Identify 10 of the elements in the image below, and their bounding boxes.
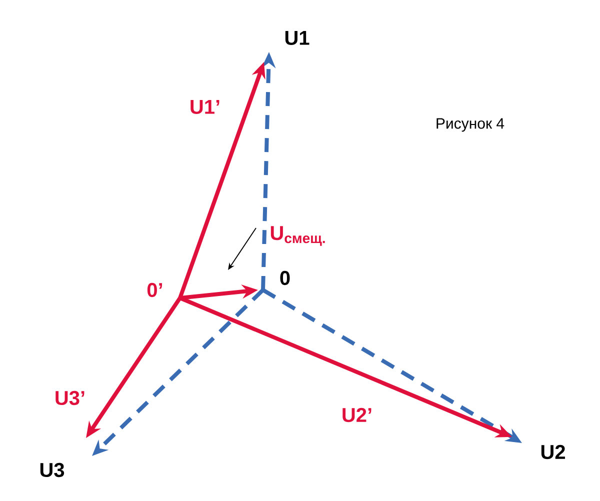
point-label: U3 bbox=[38, 462, 66, 478]
point-label: 0’ bbox=[146, 282, 164, 298]
edge-label: U2’ bbox=[340, 406, 374, 424]
point-label: U2 bbox=[539, 444, 567, 460]
point-label: U1 bbox=[283, 30, 311, 46]
edge-label: U1’ bbox=[188, 99, 222, 115]
point-label: U$_{смещ.}$ bbox=[268, 225, 328, 247]
figure-caption: Рисунок 4 bbox=[436, 118, 504, 132]
edge-label: U3’ bbox=[53, 390, 87, 406]
point-label: 0 bbox=[278, 270, 292, 286]
